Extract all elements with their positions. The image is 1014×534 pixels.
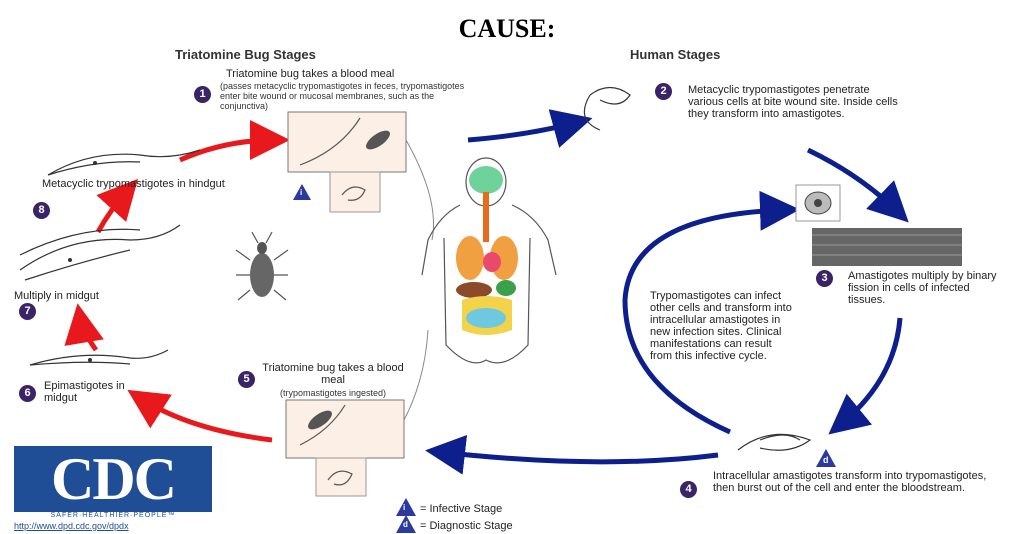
- arrow-6-to-7: [80, 318, 96, 350]
- trypomastigote-drawing-8: [48, 150, 200, 175]
- metacyclic-trypomastigote-drawing-2: [584, 88, 630, 131]
- step-6-badge: 6: [19, 385, 36, 402]
- step-1-subtext: (passes metacyclic trypomastigotes in fe…: [220, 81, 470, 111]
- step-5-text: Triatomine bug takes a blood meal: [258, 362, 408, 386]
- step-3-badge: 3: [816, 270, 833, 287]
- cdc-logo: CDC: [14, 446, 212, 512]
- infected-tissue-drawing: [812, 228, 962, 266]
- cdc-logo-letters: CDC: [14, 446, 212, 512]
- step-7-badge: 7: [19, 303, 36, 320]
- epimastigote-drawing-6: [30, 350, 168, 365]
- step-1-text: Triatomine bug takes a blood meal: [226, 68, 471, 80]
- step-4-badge: 4: [680, 481, 697, 498]
- trypomastigote-drawing-4: [738, 434, 810, 450]
- human-stages-header: Human Stages: [630, 47, 720, 62]
- arrow-4-to-5: [440, 452, 718, 462]
- step-2-badge: 2: [655, 83, 672, 100]
- epimastigote-drawing-7: [20, 225, 180, 280]
- bug-bite-box-bottom: [286, 400, 404, 496]
- bug-stages-header: Triatomine Bug Stages: [175, 47, 316, 62]
- cdc-tagline: SAFER·HEALTHIER·PEOPLE™: [14, 512, 212, 519]
- step-4-text: Intracellular amastigotes transform into…: [713, 470, 1003, 494]
- step-5-subtext: (trypomastigotes ingested): [258, 388, 408, 398]
- step-8-badge: 8: [33, 202, 50, 219]
- step-2-text: Metacyclic trypomastigotes penetrate var…: [688, 84, 898, 120]
- arrow-8-to-1: [180, 140, 275, 160]
- center-loop-text: Trypomastigotes can infect other cells a…: [650, 290, 795, 362]
- legend-infective-mark: i: [403, 503, 405, 512]
- human-body-figure: [422, 158, 556, 363]
- step-7-text: Multiply in midgut: [14, 290, 164, 302]
- step-1-badge: 1: [194, 86, 211, 103]
- arrow-3-to-4: [840, 318, 900, 425]
- legend-infective-triangle-icon: [396, 498, 416, 516]
- arrow-5-to-6: [140, 398, 272, 440]
- step-5-badge: 5: [238, 371, 255, 388]
- triatomine-bug-drawing: [236, 232, 288, 300]
- legend-infective-label: = Infective Stage: [420, 503, 502, 515]
- legend-diagnostic-label: = Diagnostic Stage: [420, 520, 513, 532]
- arrow-7-to-8: [98, 190, 128, 232]
- step-3-text: Amastigotes multiply by binary fission i…: [848, 270, 1008, 306]
- step-6-text: Epimastigotes in midgut: [44, 380, 139, 404]
- diagnostic-mark: d: [823, 455, 829, 465]
- arrow-1-to-2: [468, 122, 578, 140]
- step-8-text: Metacyclic trypomastigotes in hindgut: [42, 178, 252, 190]
- cdc-url-link[interactable]: http://www.dpd.cdc.gov/dpdx: [14, 521, 129, 531]
- infective-mark: i: [300, 188, 302, 197]
- legend-diagnostic-mark: d: [403, 520, 408, 529]
- amastigote-cell-drawing: [796, 185, 840, 221]
